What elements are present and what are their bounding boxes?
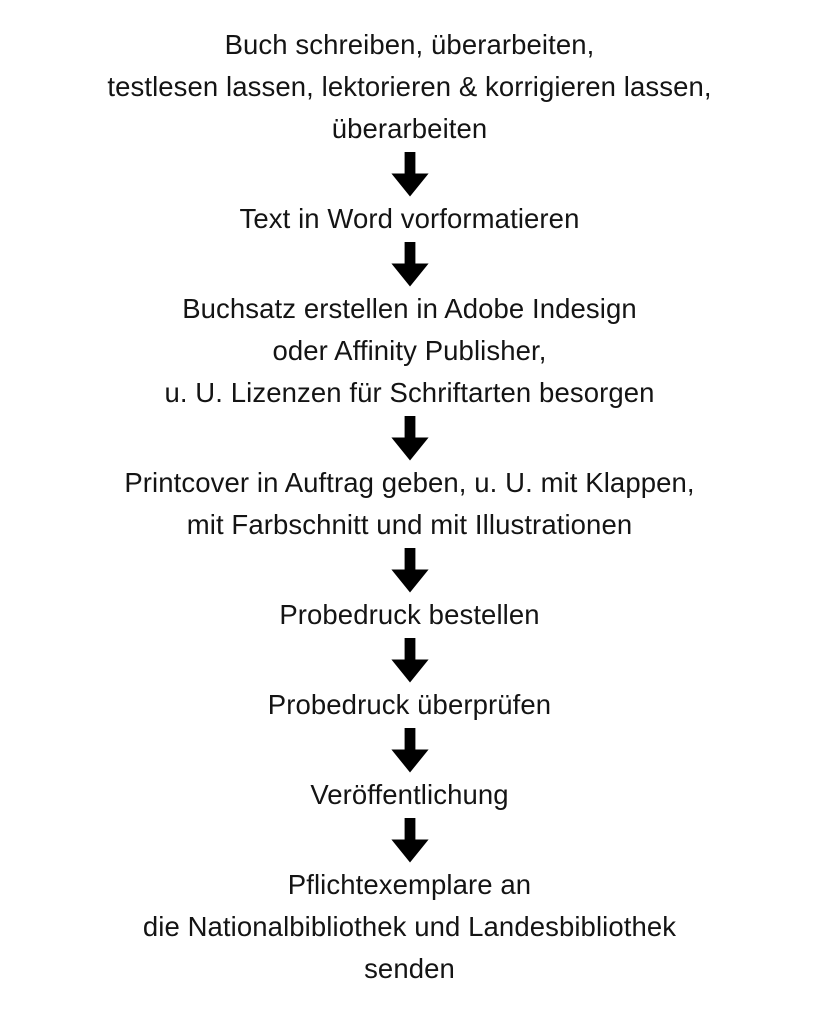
flow-step-5: Probedruck bestellen xyxy=(279,599,540,630)
arrow-down-icon xyxy=(388,637,432,683)
arrow-down-icon xyxy=(388,415,432,461)
arrow-down-icon xyxy=(388,727,432,773)
flow-step-1: Buch schreiben, überarbeiten, testlesen … xyxy=(107,29,712,144)
flow-step-7: Veröffentlichung xyxy=(310,779,509,810)
arrow-down-icon xyxy=(388,817,432,863)
flow-step-8: Pflichtexemplare an die Nationalbiblioth… xyxy=(142,869,677,984)
flow-step-3: Buchsatz erstellen in Adobe Indesign ode… xyxy=(164,293,655,408)
arrow-down-icon xyxy=(388,547,432,593)
arrow-down-icon xyxy=(388,151,432,197)
flow-step-2: Text in Word vorformatieren xyxy=(239,203,580,234)
flow-step-6: Probedruck überprüfen xyxy=(267,689,552,720)
arrow-down-icon xyxy=(388,241,432,287)
flow-step-4: Printcover in Auftrag geben, u. U. mit K… xyxy=(124,467,695,540)
